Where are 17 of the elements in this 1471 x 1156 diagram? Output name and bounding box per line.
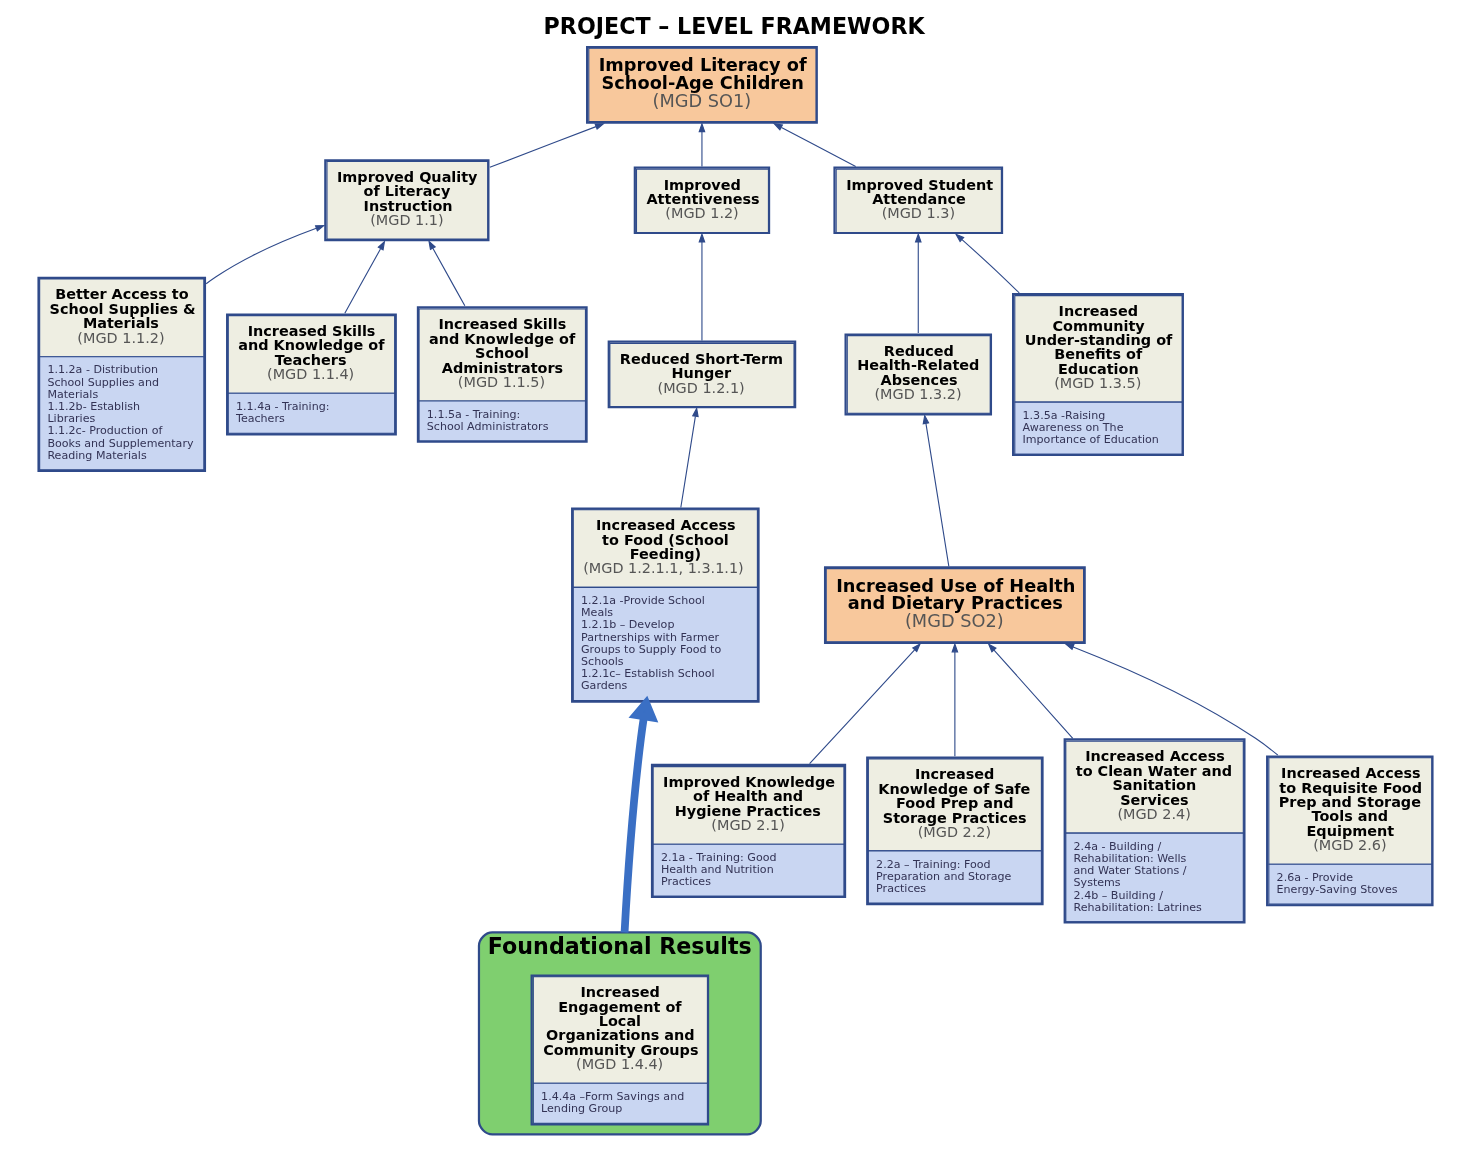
arrow bbox=[987, 642, 1074, 739]
diagram-title: PROJECT – LEVEL FRAMEWORK bbox=[543, 12, 925, 39]
arrow bbox=[489, 123, 605, 168]
arrow bbox=[698, 122, 706, 167]
arrow bbox=[914, 232, 922, 334]
arrow bbox=[951, 642, 959, 757]
arrow bbox=[922, 414, 950, 567]
arrow bbox=[428, 239, 466, 307]
arrow bbox=[698, 232, 706, 342]
arrow bbox=[344, 240, 386, 314]
arrow bbox=[620, 695, 659, 933]
arrow bbox=[1064, 643, 1279, 756]
arrow bbox=[809, 642, 922, 765]
arrow bbox=[680, 406, 699, 509]
arrow bbox=[205, 225, 326, 285]
arrow bbox=[954, 233, 1020, 294]
arrow bbox=[772, 123, 857, 167]
